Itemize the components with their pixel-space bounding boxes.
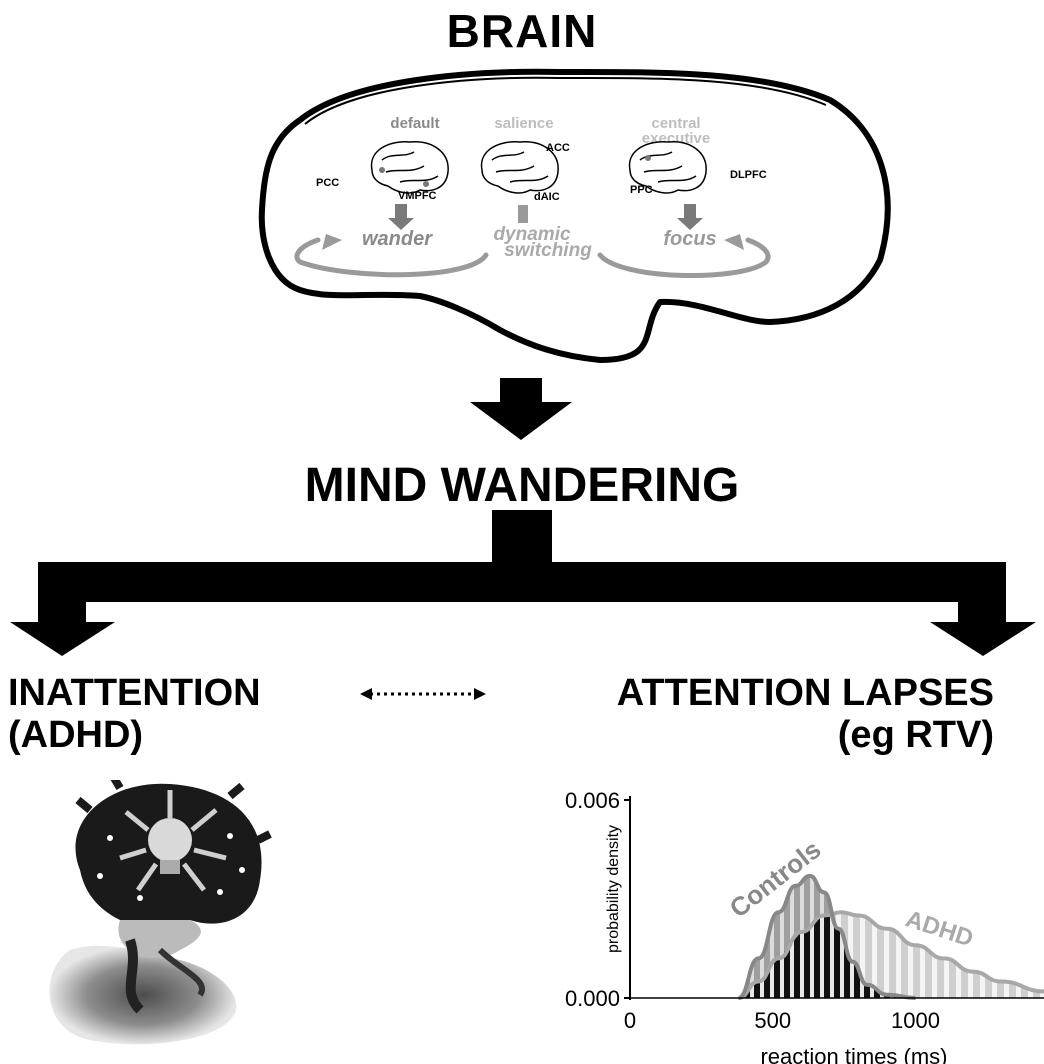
mind-wandering-heading: MIND WANDERING: [304, 459, 740, 512]
x-axis-label: reaction times (ms): [760, 1044, 947, 1064]
region-label-ppc: PPC: [630, 184, 653, 196]
arrow-down-executive: [677, 204, 703, 230]
mini-brain-salience: [480, 141, 559, 194]
state-wander: wander: [362, 228, 433, 250]
attention-lapses-line1: ATTENTION LAPSES: [616, 672, 994, 714]
series-area-overlap: [738, 914, 916, 998]
state-dynamic: dynamic: [493, 224, 571, 245]
mini-brain-default: [370, 141, 449, 194]
state-switching: switching: [504, 240, 592, 261]
split-arrow: [10, 510, 1036, 656]
mini-brain-executive: [628, 141, 707, 194]
brain-outline: [258, 68, 891, 363]
y-tick-label: 0.006: [565, 788, 620, 813]
y-axis-label: probability density: [605, 825, 622, 953]
loop-arrow-left: [294, 237, 489, 278]
region-label-pcc: PCC: [316, 177, 339, 189]
loop-arrow-right: [597, 237, 771, 279]
region-label-daic: dAIC: [534, 191, 560, 203]
adhd-illustration: [49, 780, 272, 1045]
x-tick-label: 1000: [891, 1008, 940, 1033]
network-title-salience: salience: [494, 115, 553, 132]
inattention-label: INATTENTION (ADHD): [8, 672, 261, 756]
attention-lapses-label: ATTENTION LAPSES (eg RTV): [617, 672, 994, 756]
arrow-down-default: [388, 204, 414, 230]
bidirectional-dotted-arrow: [360, 688, 486, 700]
series-line-adhd: [738, 910, 1044, 1000]
inattention-line1: INATTENTION: [8, 672, 261, 714]
y-tick-label: 0.000: [565, 986, 620, 1011]
network-title-central: central: [651, 115, 700, 132]
x-tick-label: 500: [754, 1008, 791, 1033]
region-label-dlpfc: DLPFC: [730, 169, 767, 181]
bar-salience: [518, 205, 528, 223]
region-label-vmpfc: VMPFC: [398, 190, 437, 202]
brain-title: BRAIN: [446, 5, 598, 57]
inattention-line2: (ADHD): [8, 714, 144, 756]
region-label-acc: ACC: [546, 142, 570, 154]
series-line-controls: [737, 873, 916, 1000]
attention-lapses-line2: (eg RTV): [837, 714, 994, 756]
x-tick-label: 0: [624, 1008, 636, 1033]
brain-diagram: default salience central executive PCC V…: [258, 68, 891, 440]
network-title-default: default: [390, 115, 439, 132]
big-arrow-down: [470, 378, 572, 440]
state-focus: focus: [663, 228, 716, 250]
